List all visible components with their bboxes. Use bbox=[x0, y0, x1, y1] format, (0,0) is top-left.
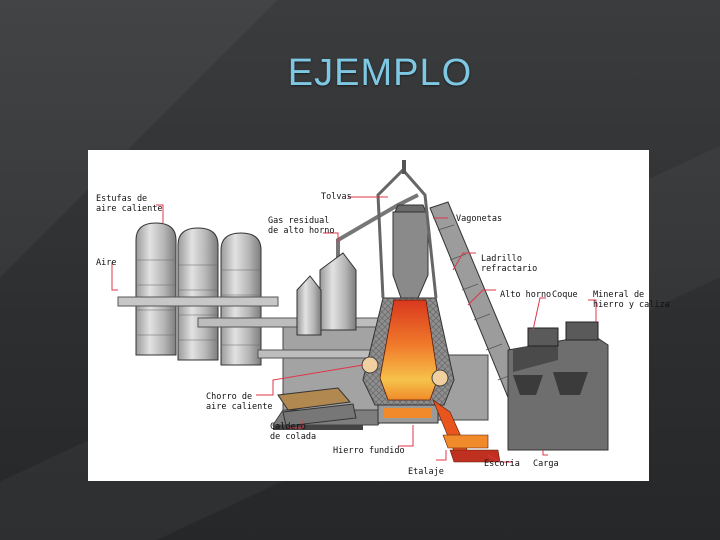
blast-furnace bbox=[361, 297, 455, 424]
label-caldero: Caldero de colada bbox=[270, 422, 316, 442]
label-estufas-line1: Estufas de bbox=[96, 194, 148, 204]
dust-catchers bbox=[296, 252, 357, 336]
label-gas-line1: Gas residual bbox=[268, 216, 330, 226]
label-carga: Carga bbox=[533, 459, 559, 469]
ladle-car bbox=[273, 387, 363, 430]
label-gas-residual: Gas residual de alto horno bbox=[268, 216, 335, 236]
blast-furnace-illustration bbox=[111, 160, 609, 463]
label-ladrillo: Ladrillo refractario bbox=[481, 254, 537, 274]
label-escoria: Escoria bbox=[484, 459, 520, 469]
label-gas-line2: de alto horno bbox=[268, 226, 335, 236]
label-chorro: Chorro de aire caliente bbox=[206, 392, 273, 412]
label-alto-horno: Alto horno bbox=[500, 290, 552, 300]
label-caldero-line2: de colada bbox=[270, 432, 317, 442]
storage-bins bbox=[507, 321, 609, 451]
label-tolvas: Tolvas bbox=[321, 192, 352, 202]
label-coque: Coque bbox=[552, 290, 578, 300]
label-mineral-line2: hierro y caliza bbox=[593, 300, 670, 310]
runners bbox=[432, 399, 501, 463]
label-ladrillo-line2: refractario bbox=[481, 264, 538, 274]
label-estufas: Estufas de aire caliente bbox=[96, 194, 163, 214]
label-mineral-line1: Mineral de bbox=[593, 290, 645, 300]
label-etalaje: Etalaje bbox=[408, 467, 444, 477]
label-caldero-line1: Caldero bbox=[270, 422, 306, 432]
label-ladrillo-line1: Ladrillo bbox=[481, 254, 522, 264]
label-hierro-fundido: Hierro fundido bbox=[333, 446, 405, 456]
leader-lines bbox=[111, 196, 597, 463]
slide-title: EJEMPLO bbox=[287, 52, 473, 94]
gas-pipe bbox=[336, 193, 419, 270]
furnace-top bbox=[376, 160, 438, 299]
label-chorro-line1: Chorro de bbox=[206, 392, 253, 402]
hot-air-stoves bbox=[135, 222, 262, 366]
label-mineral: Mineral de hierro y caliza bbox=[593, 290, 670, 310]
label-vagonetas: Vagonetas bbox=[456, 214, 503, 224]
label-chorro-line2: aire caliente bbox=[206, 402, 273, 412]
blast-furnace-diagram: Estufas de aire caliente Tolvas Gas resi… bbox=[88, 150, 670, 481]
label-estufas-line2: aire caliente bbox=[96, 204, 163, 214]
label-aire: Aire bbox=[96, 258, 117, 268]
